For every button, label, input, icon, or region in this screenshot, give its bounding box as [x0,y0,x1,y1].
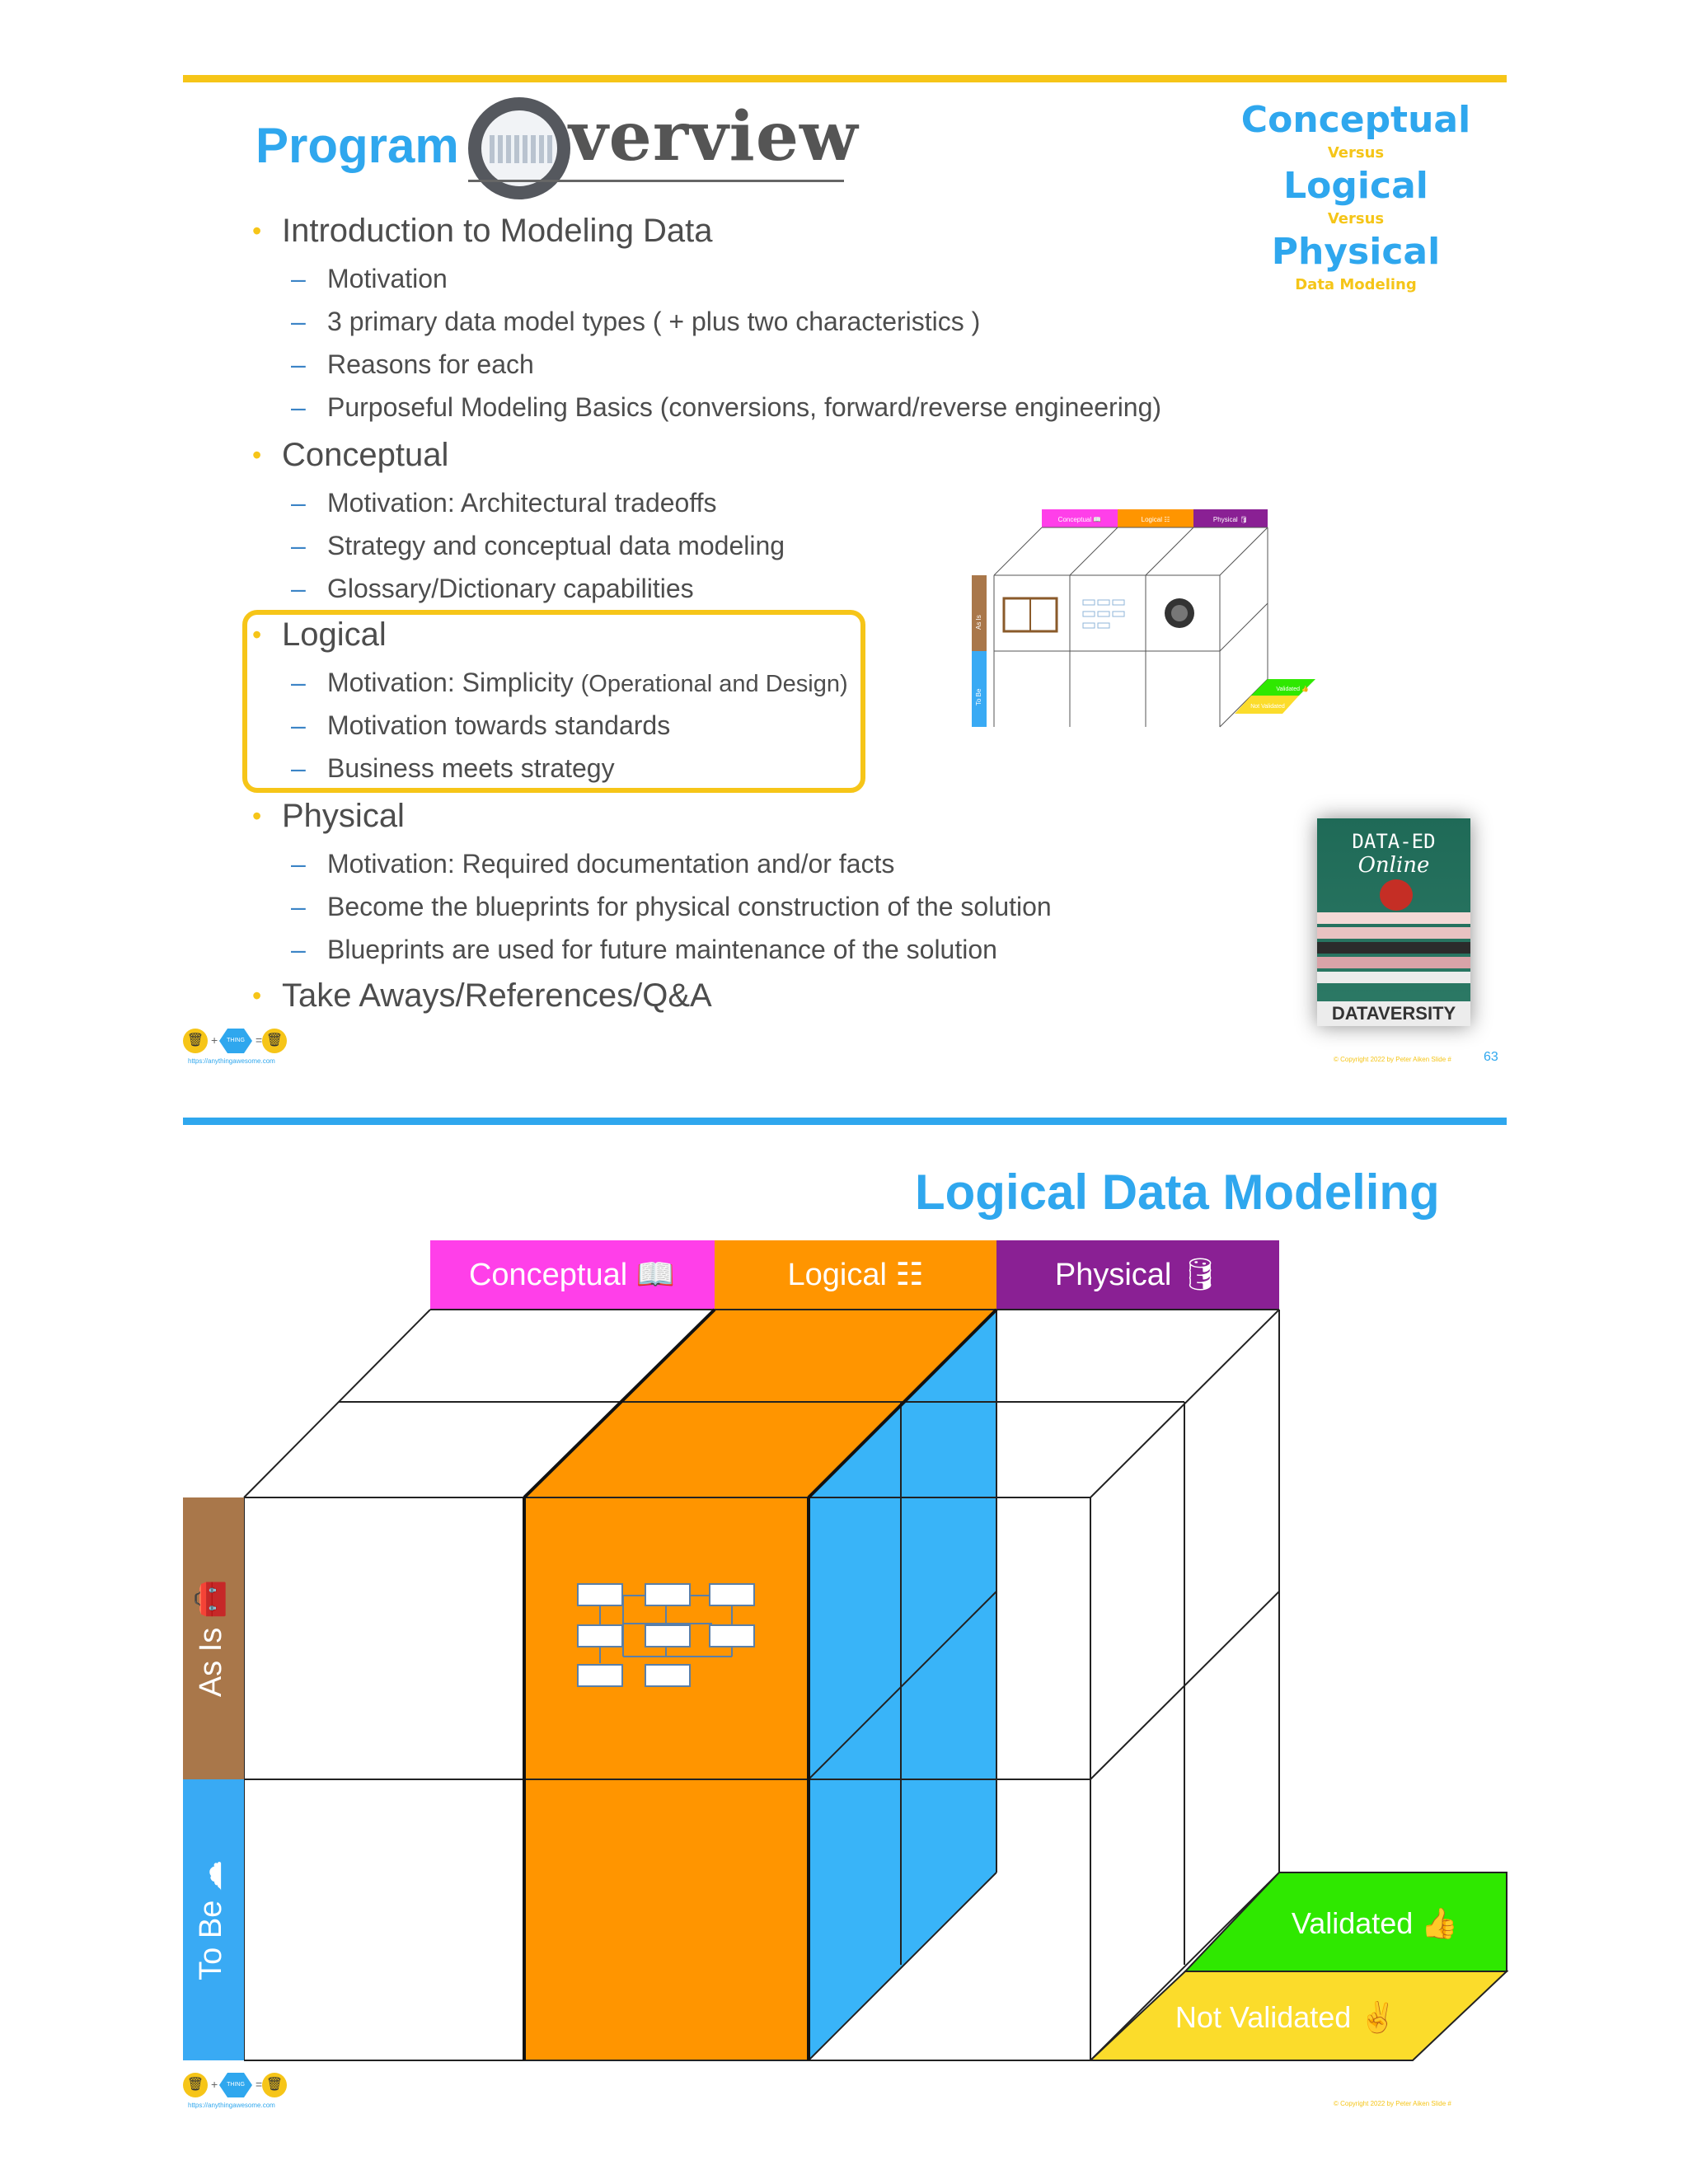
outline-item: Motivation: Simplicity (Operational and … [327,668,848,698]
column-header-physical: Physical 🛢 [1055,1258,1220,1292]
cube-thumbnail: Conceptual 📖 Logical ☷ Physical 🛢 As Is … [969,506,1332,733]
outline-item: Motivation towards standards [327,710,670,741]
trash-icon: 🗑 [183,2073,208,2097]
footer-copyright: © Copyright 2022 by Peter Aiken Slide # [1334,1056,1451,1063]
footer-logo: 🗑 + THING = 🗑 [183,1029,290,1057]
data-model-cube-diagram: Conceptual 📖 Logical ☷ Physical 🛢 [0,1096,1688,2184]
word-logical: Logical [1236,163,1475,209]
footer-copyright: © Copyright 2022 by Peter Aiken Slide # [1334,2100,1451,2107]
word-data-modeling: Data Modeling [1236,275,1475,295]
outline-item: Motivation [327,264,448,294]
word-versus: Versus [1236,209,1475,229]
word-physical: Physical [1236,229,1475,275]
thumb-row-as-is: As Is [975,615,982,630]
outline-item: Motivation: Architectural tradeoffs [327,488,717,518]
apple-icon [1380,879,1413,911]
label-not-validated: Not Validated ✌ [1175,1999,1396,2035]
thumb-row-to-be: To Be [975,688,982,705]
footer-url[interactable]: https://anythingawesome.com [188,2102,275,2109]
word-versus: Versus [1236,143,1475,163]
slide-logical-data-modeling: Logical Data Modeling Conceptual 📖 Logic… [0,1096,1688,2184]
outline-item-note: (Operational and Design) [581,671,848,697]
title-underline [468,180,844,182]
trash-icon: 🗑 [183,1029,208,1053]
slide-program-overview: Program verview Conceptual Versus Logica… [0,0,1688,1096]
outline-section: Logical [282,616,387,654]
trash-icon: 🗑 [262,2073,287,2097]
trash-icon: 🗑 [262,1029,287,1053]
thing-hex-icon: THING [219,2073,252,2097]
top-accent-bar [183,75,1507,82]
thumb-not-validated: Not Validated [1250,704,1285,710]
outline-item: Glossary/Dictionary capabilities [327,574,694,604]
outline-section: Conceptual [282,437,448,474]
word-art-title: Conceptual Versus Logical Versus Physica… [1236,97,1475,295]
outline-section: Introduction to Modeling Data [282,213,713,250]
outline-item: Purposeful Modeling Basics (conversions,… [327,392,1161,423]
outline-item: 3 primary data model types ( + plus two … [327,307,980,337]
book-stack-icon [1317,909,1470,983]
row-label-to-be: To Be ☁ [194,1860,228,1980]
outline-item-text: Motivation: Simplicity [327,668,574,697]
thumb-col-physical: Physical 🛢 [1213,516,1248,523]
magnifier-icon [468,97,570,199]
outline-item: Become the blueprints for physical const… [327,892,1052,922]
thumb-col-logical: Logical ☷ [1142,516,1170,523]
footer-logo: 🗑 + THING = 🗑 [183,2073,290,2101]
book-title-line2: Online [1317,853,1470,878]
page-title-overview: verview [569,103,859,171]
outline-item: Strategy and conceptual data modeling [327,531,785,561]
page-title-program: Program [256,117,459,174]
outline-section: Take Aways/References/Q&A [282,977,712,1015]
row-label-as-is: As Is 🧰 [194,1580,228,1697]
outline-item: Business meets strategy [327,753,615,784]
data-ed-online-book-cover: DATA-ED Online DATAVERSITY [1317,818,1470,1026]
outline-item: Reasons for each [327,349,534,380]
column-header-conceptual: Conceptual 📖 [469,1258,675,1292]
outline-section: Physical [282,798,405,835]
outline-item: Motivation: Required documentation and/o… [327,849,894,879]
dataversity-logo: DATAVERSITY [1317,1001,1470,1026]
slide-number: 63 [1484,1050,1498,1065]
label-validated: Validated 👍 [1292,1906,1458,1940]
thumb-validated: Validated 👍 [1276,685,1308,692]
thing-hex-icon: THING [219,1029,252,1053]
book-title-line1: DATA-ED [1317,830,1470,853]
column-header-logical: Logical ☷ [787,1258,923,1292]
thumb-col-conceptual: Conceptual 📖 [1058,516,1102,523]
outline-item: Blueprints are used for future maintenan… [327,935,997,965]
footer-url[interactable]: https://anythingawesome.com [188,1057,275,1065]
word-conceptual: Conceptual [1236,97,1475,143]
